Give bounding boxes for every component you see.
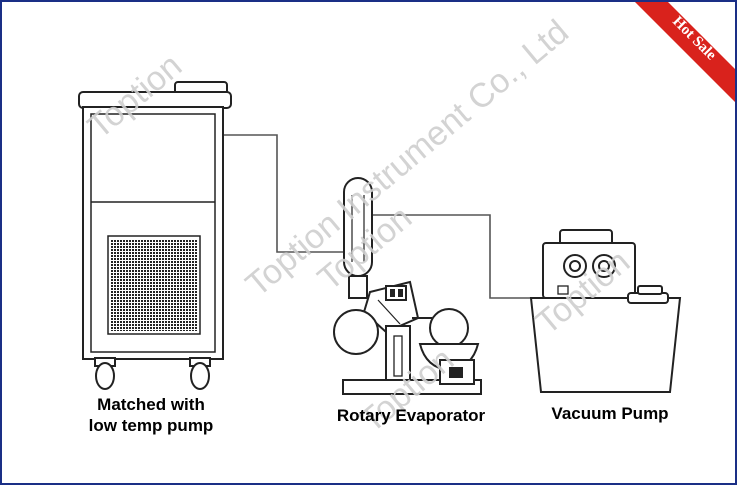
chiller-label-line1: Matched with (97, 395, 205, 414)
evaporator-label: Rotary Evaporator (336, 406, 486, 425)
chiller-illustration (78, 81, 232, 390)
connecting-tubes (222, 134, 545, 299)
pump-label: Vacuum Pump (551, 404, 669, 423)
chiller-label-line2: low temp pump (88, 416, 214, 435)
rotary-evaporator-illustration (333, 177, 482, 395)
chiller-label: Matched with low temp pump (78, 394, 224, 436)
vacuum-pump-illustration (529, 229, 682, 393)
badge-ribbon (635, 2, 735, 102)
